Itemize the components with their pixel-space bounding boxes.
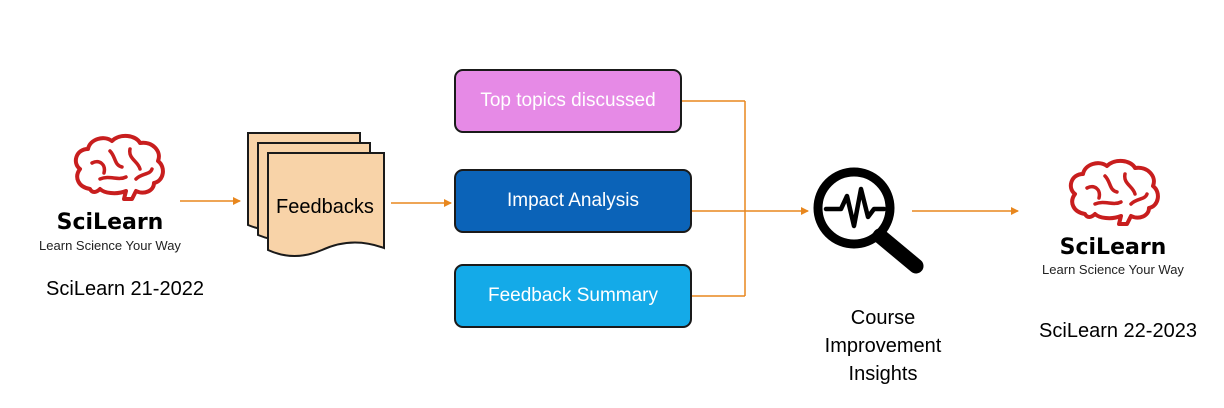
insights-label: Course Improvement Insights bbox=[808, 304, 958, 388]
merge-connectors bbox=[682, 100, 746, 297]
left-logo-name: SciLearn bbox=[56, 210, 164, 235]
insights-label-line2: Improvement bbox=[824, 335, 942, 357]
left-logo-caption: SciLearn 21-2022 bbox=[46, 278, 204, 300]
right-logo-caption: SciLearn 22-2023 bbox=[1039, 320, 1197, 342]
right-logo-tagline: Learn Science Your Way bbox=[1042, 262, 1184, 277]
document-stack-icon bbox=[247, 132, 385, 257]
impact-analysis-box: Impact Analysis bbox=[454, 169, 692, 233]
magnifier-pulse-icon bbox=[813, 167, 924, 274]
right-logo-name: SciLearn bbox=[1059, 235, 1167, 260]
feedback-summary-box: Feedback Summary bbox=[454, 264, 692, 328]
insights-label-line1: Course bbox=[850, 307, 916, 329]
top-topics-box: Top topics discussed bbox=[454, 69, 682, 133]
feedbacks-label: Feedbacks bbox=[276, 196, 374, 218]
insights-label-line3: Insights bbox=[848, 363, 918, 385]
right-brain-icon bbox=[1068, 158, 1160, 226]
left-brain-icon bbox=[73, 133, 165, 201]
left-logo-tagline: Learn Science Your Way bbox=[39, 238, 181, 253]
